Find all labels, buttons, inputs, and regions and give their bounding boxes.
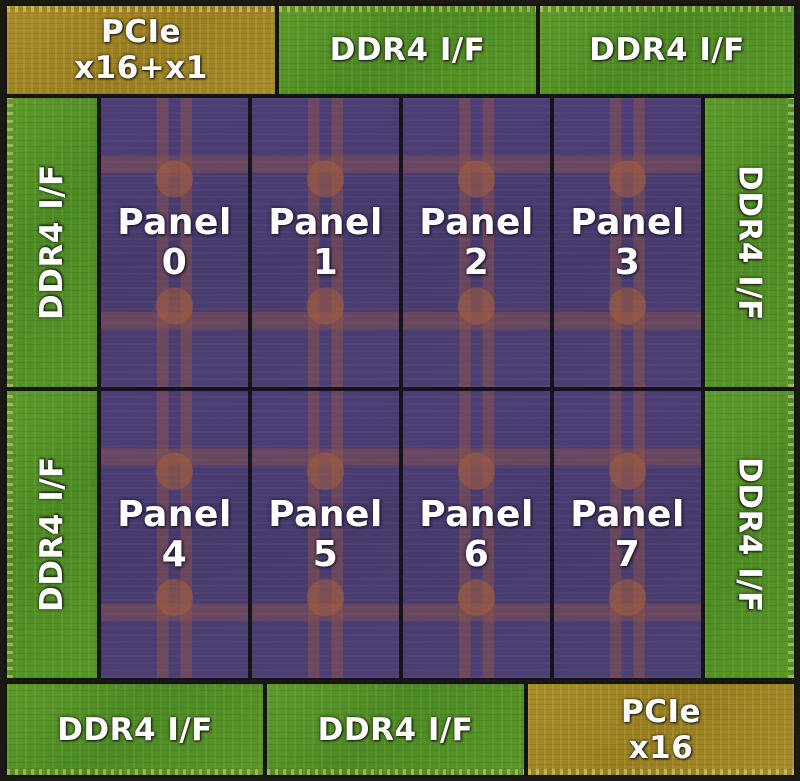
panel-6: Panel 6 (401, 389, 552, 680)
panel-6-label: Panel 6 (403, 391, 550, 678)
ddr4-bottom-b-label: DDR4 I/F (267, 684, 524, 775)
ddr4-block-left-lower: DDR4 I/F (5, 389, 99, 680)
pcie-bottom-label: PCIe x16 (528, 684, 794, 775)
panel-3: Panel 3 (552, 96, 703, 389)
panel-7-label: Panel 7 (554, 391, 701, 678)
panel-3-label: Panel 3 (554, 98, 701, 387)
ddr4-block-right-upper: DDR4 I/F (703, 96, 796, 389)
ddr4-block-bottom-a: DDR4 I/F (5, 682, 265, 777)
ddr4-right-lower-label: DDR4 I/F (705, 391, 794, 678)
ddr4-bottom-a-label: DDR4 I/F (7, 684, 263, 775)
panel-7: Panel 7 (552, 389, 703, 680)
panel-4-label: Panel 4 (101, 391, 248, 678)
panel-5: Panel 5 (250, 389, 401, 680)
ddr4-block-right-lower: DDR4 I/F (703, 389, 796, 680)
panel-0-label: Panel 0 (101, 98, 248, 387)
ddr4-block-left-upper: DDR4 I/F (5, 96, 99, 389)
ddr4-top-a-label: DDR4 I/F (279, 6, 536, 94)
pcie-block-top: PCIe x16+x1 (5, 4, 277, 96)
ddr4-right-upper-label: DDR4 I/F (705, 98, 794, 387)
panel-2: Panel 2 (401, 96, 552, 389)
ddr4-block-bottom-b: DDR4 I/F (265, 682, 526, 777)
ddr4-top-b-label: DDR4 I/F (540, 6, 794, 94)
panel-5-label: Panel 5 (252, 391, 399, 678)
ddr4-block-top-a: DDR4 I/F (277, 4, 538, 96)
ddr4-left-lower-label: DDR4 I/F (7, 391, 97, 678)
ddr4-block-top-b: DDR4 I/F (538, 4, 796, 96)
pcie-block-bottom: PCIe x16 (526, 682, 796, 777)
panel-4: Panel 4 (99, 389, 250, 680)
panel-0: Panel 0 (99, 96, 250, 389)
panel-1-label: Panel 1 (252, 98, 399, 387)
panel-1: Panel 1 (250, 96, 401, 389)
ddr4-left-upper-label: DDR4 I/F (7, 98, 97, 387)
pcie-top-label: PCIe x16+x1 (7, 6, 275, 94)
panel-2-label: Panel 2 (403, 98, 550, 387)
